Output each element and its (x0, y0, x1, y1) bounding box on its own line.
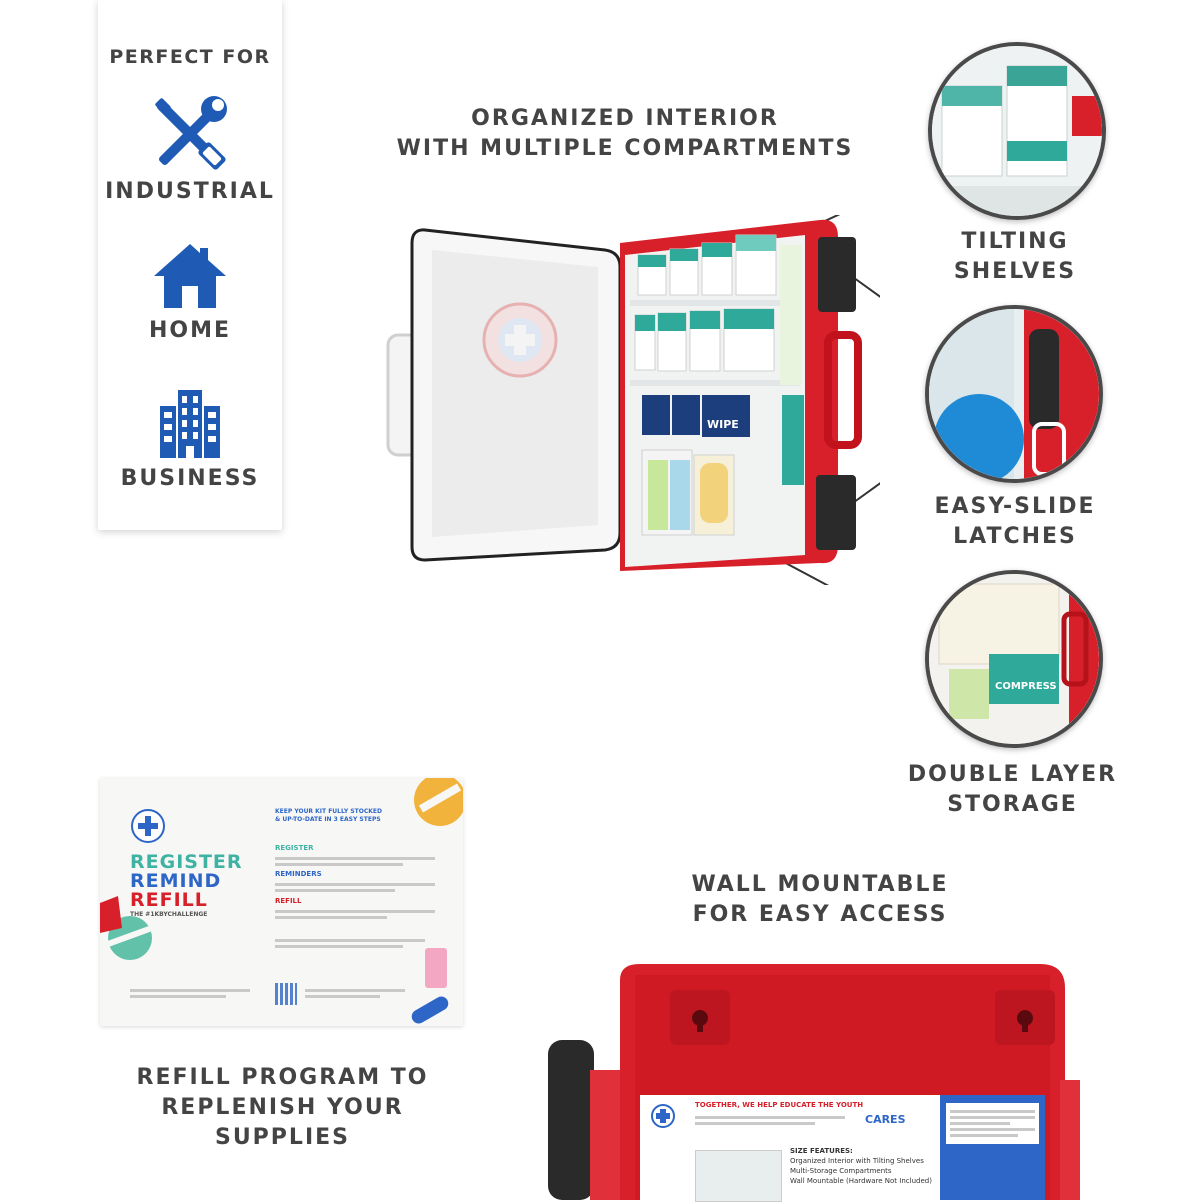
step-refill-text (275, 907, 435, 922)
cross-logo-icon (651, 1104, 675, 1128)
qr-code (275, 983, 297, 1005)
caption-line: LATCHES (953, 524, 1077, 549)
refill-header-line2: & UP-TO-DATE IN 3 EASY STEPS (275, 816, 381, 823)
refill-program-card: REGISTER REMIND REFILL THE #1KBYCHALLENG… (100, 778, 463, 1026)
caption-wall-mountable: WALL MOUNTABLE FOR EASY ACCESS (670, 870, 970, 930)
zoom-easy-slide-latches (925, 305, 1103, 483)
caption-line: TILTING (961, 229, 1069, 254)
caption-line: WALL MOUNTABLE (691, 872, 949, 897)
caption-line: REPLENISH YOUR SUPPLIES (161, 1095, 404, 1150)
step-reminders: REMINDERS (275, 870, 322, 878)
caption-organized-interior: ORGANIZED INTERIOR WITH MULTIPLE COMPART… (380, 104, 870, 164)
wrench-screwdriver-icon (155, 96, 227, 170)
caption-line: STORAGE (947, 792, 1078, 817)
step-register: REGISTER (275, 844, 314, 852)
caption-line: ORGANIZED INTERIOR (471, 106, 779, 131)
zoom-tilting-shelves (928, 42, 1106, 220)
house-icon (154, 244, 226, 308)
wall-mount-kit-back: TOGETHER, WE HELP EDUCATE THE YOUTH CARE… (540, 960, 1140, 1202)
step-refill: REFILL (275, 897, 302, 905)
kit-side-panel (940, 1095, 1045, 1200)
caption-refill-program: REFILL PROGRAM TO REPLENISH YOUR SUPPLIE… (90, 1063, 475, 1153)
refill-header-line1: KEEP YOUR KIT FULLY STOCKED (275, 808, 382, 815)
caption-line: REFILL PROGRAM TO (136, 1065, 429, 1090)
caption-line: SHELVES (953, 259, 1077, 284)
refill-tagline: THE #1KBYCHALLENGE (130, 911, 208, 918)
use-item-home: HOME (98, 240, 282, 343)
kit-features-heading: SIZE FEATURES: (790, 1147, 853, 1155)
caption-line: DOUBLE LAYER (907, 762, 1118, 787)
use-item-label: BUSINESS (120, 466, 260, 491)
step-reminders-text (275, 880, 435, 895)
refill-bottom-text-right (305, 986, 405, 1001)
compress-packet-label: COMPRESS (995, 681, 1057, 692)
kit-back-label: TOGETHER, WE HELP EDUCATE THE YOUTH CARE… (640, 1095, 940, 1202)
office-building-icon (160, 390, 220, 458)
use-item-label: HOME (148, 318, 232, 343)
kit-feature-item: Organized Interior with Tilting Shelves (790, 1157, 924, 1165)
perfect-for-heading: PERFECT FOR (109, 46, 271, 68)
caption-tilting-shelves: TILTING SHELVES (930, 227, 1100, 287)
caption-line: WITH MULTIPLE COMPARTMENTS (396, 136, 854, 161)
refill-bottom-text (130, 986, 250, 1001)
kit-feature-item: Multi-Storage Compartments (790, 1167, 892, 1175)
step-register-text (275, 854, 435, 869)
decorative-shapes (100, 778, 463, 1024)
first-aid-cabinet-illustration: WIPE (386, 215, 880, 585)
refill-heading: REFILL (130, 889, 208, 911)
caption-easy-slide-latches: EASY-SLIDE LATCHES (920, 492, 1110, 552)
use-item-business: BUSINESS (98, 388, 282, 491)
use-item-label: INDUSTRIAL (105, 179, 275, 204)
perfect-for-card: PERFECT FOR INDUSTRIAL HOME (98, 0, 282, 530)
caption-line: FOR EASY ACCESS (692, 902, 948, 927)
kit-label-photo (695, 1150, 782, 1202)
caption-double-layer-storage: DOUBLE LAYER STORAGE (895, 760, 1130, 820)
refill-fineprint (275, 936, 425, 951)
cares-logo: CARES (865, 1113, 906, 1126)
caption-line: EASY-SLIDE (934, 494, 1096, 519)
zoom-double-layer-storage: COMPRESS (925, 570, 1103, 748)
kit-label-text (695, 1113, 845, 1128)
kit-label-heading: TOGETHER, WE HELP EDUCATE THE YOUTH (695, 1101, 864, 1109)
wipe-packet-label: WIPE (707, 418, 739, 431)
kit-feature-item: Wall Mountable (Hardware Not Included) (790, 1177, 932, 1185)
register-heading: REGISTER (130, 851, 243, 873)
remind-heading: REMIND (130, 870, 222, 892)
use-item-industrial: INDUSTRIAL (98, 95, 282, 204)
